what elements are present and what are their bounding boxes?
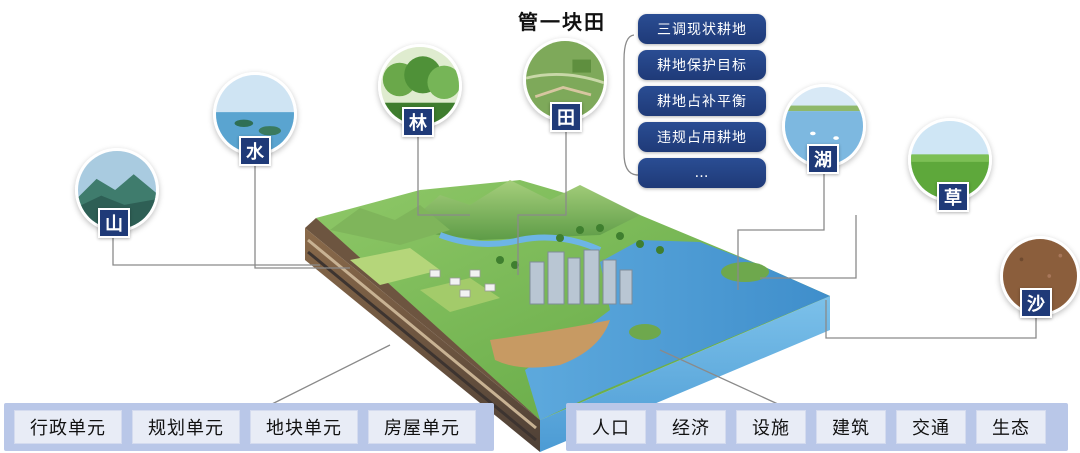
attribute-6: 生态 [976,410,1046,444]
admin-units-row: 行政单元 规划单元 地块单元 房屋单元 [4,403,494,451]
water-tag: 水 [239,136,271,166]
field-tag: 田 [550,102,582,132]
mountain-tag: 山 [98,208,130,238]
forest-tag: 林 [402,107,434,137]
attribute-1: 人口 [576,410,646,444]
attribute-4: 建筑 [816,410,886,444]
field-item-1: 三调现状耕地 [638,14,766,44]
admin-unit-2: 规划单元 [132,410,240,444]
admin-unit-3: 地块单元 [250,410,358,444]
grass-tag: 草 [937,182,969,212]
sand-tag: 沙 [1020,288,1052,318]
attribute-3: 设施 [736,410,806,444]
admin-unit-1: 行政单元 [14,410,122,444]
field-item-4: 违规占用耕地 [638,122,766,152]
admin-unit-4: 房屋单元 [368,410,476,444]
attributes-row: 人口 经济 设施 建筑 交通 生态 [566,403,1068,451]
field-heading: 管一块田 [518,10,606,34]
field-item-2: 耕地保护目标 [638,50,766,80]
attribute-2: 经济 [656,410,726,444]
lake-tag: 湖 [807,144,839,174]
field-item-3: 耕地占补平衡 [638,86,766,116]
attribute-5: 交通 [896,410,966,444]
field-item-5: … [638,158,766,188]
